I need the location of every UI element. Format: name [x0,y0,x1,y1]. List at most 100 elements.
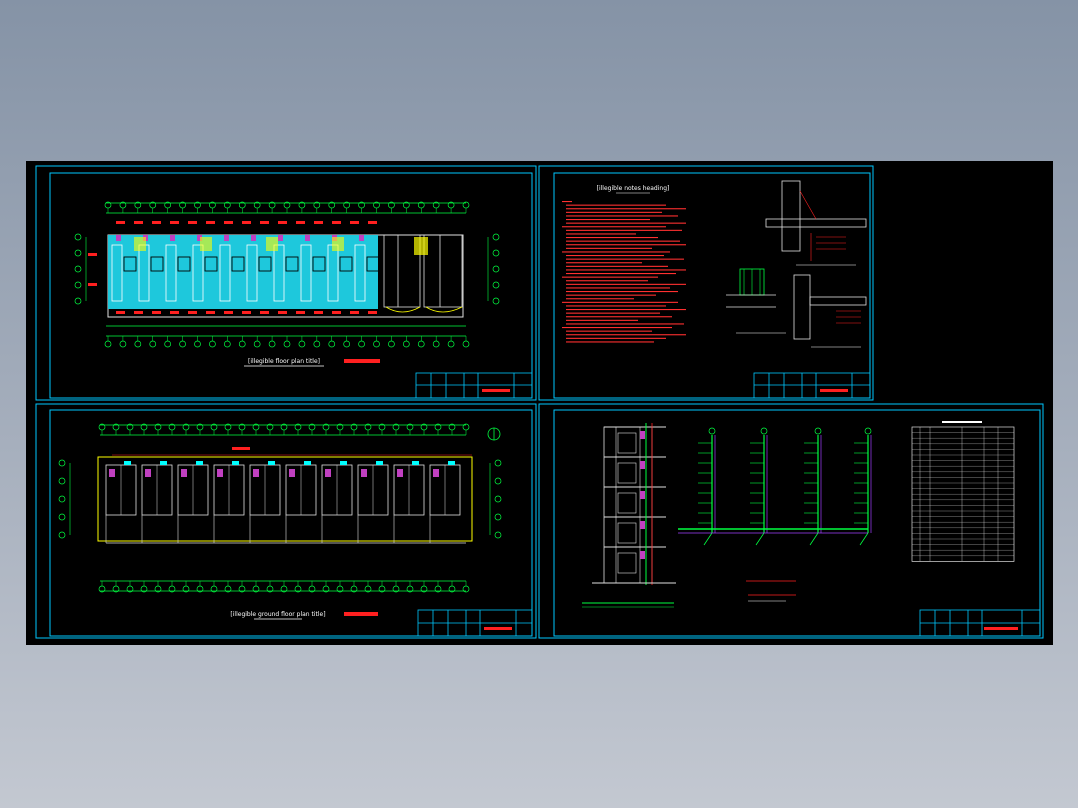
red-tag [242,311,251,314]
red-tag [152,311,161,314]
red-tag [278,221,287,224]
note-line [566,312,660,314]
axis-bubble [253,340,261,348]
axis-bubble [179,340,186,348]
red-tag [188,221,197,224]
drawing-canvas[interactable]: [illegible floor plan title] [26,161,1053,645]
note-line [566,255,664,257]
note-line [566,265,668,267]
sheet-1-floor-plan[interactable] [88,221,464,318]
red-tag [224,221,233,224]
axis-bubble [194,340,201,348]
note-line [566,323,684,325]
axis-bubble [74,233,82,241]
fixture-mark [289,469,295,477]
room-partition [150,256,164,272]
note-line [566,233,636,235]
red-tag [152,221,161,224]
axis-bubble [494,513,502,521]
axis-bubble [462,340,470,348]
note-line [566,269,686,271]
axis-bubble [328,340,336,348]
red-tag [88,283,97,286]
room-partition [177,256,191,272]
red-tag [242,221,251,224]
stair-mark [266,237,278,251]
sheet-2-detail-3 [793,274,867,348]
fixture-mark [145,469,151,477]
sheet-4[interactable] [538,403,1044,639]
room-partition [204,256,218,272]
fixture-mark [181,469,187,477]
red-tag [88,253,97,256]
sheet-3-inner-frame [49,409,533,637]
fixture-mark [397,469,403,477]
note-line [562,301,678,303]
riser-bubble [760,427,768,435]
sheet-2-notes-text [562,201,686,343]
axis-bubble [134,340,142,348]
north-arrow-icon [487,427,501,441]
axis-bubble [492,265,500,273]
red-tag [188,311,197,314]
axis-bubble [58,531,66,539]
note-line [566,273,676,275]
note-line [566,240,680,242]
drawing-svg: [illegible floor plan title] [35,165,1044,639]
axis-bubble [373,340,380,348]
sheet-2[interactable]: [illegible notes heading] [538,165,874,401]
sheet-3[interactable]: [illegible ground floor plan title] [35,403,537,639]
red-tag [206,311,215,314]
note-line [566,337,666,339]
sheet-3-top-dimensions [100,424,466,436]
sheet-3-axis-bubbles-side [58,459,502,539]
note-line [566,280,648,282]
red-tag [206,221,215,224]
note-line [566,247,652,249]
note-line [566,258,684,260]
fixture-mark [361,469,367,477]
axis-bubble [494,531,502,539]
sheet-3-axis-bubbles-bottom [98,581,470,593]
fixture-mark [268,461,275,465]
note-line [562,276,658,278]
red-tag [278,311,287,314]
fixture-mark [232,461,239,465]
axis-bubble [417,340,425,348]
sheet-3-site-outline [97,456,473,542]
sheet-1[interactable]: [illegible floor plan title] [35,165,537,401]
room-partition [192,244,204,302]
fixture-mark [640,461,645,469]
axis-bubble [492,233,500,241]
note-line [566,298,634,300]
fixture-mark [253,469,259,477]
axis-bubble [74,249,82,257]
note-line [562,201,572,203]
red-tag [260,221,269,224]
note-line [566,211,662,213]
fixture-mark [160,461,167,465]
axis-bubble [149,340,157,348]
note-line [566,316,672,318]
sheet-3-floor-plan[interactable] [97,447,473,544]
window [617,462,637,484]
fixture-mark [278,235,283,241]
note-line [566,204,666,206]
red-tag [134,311,143,314]
sheet-4-inner-frame [553,409,1041,637]
sheet-1-stair [414,237,428,255]
note-line [566,341,654,343]
axis-bubble [447,340,455,348]
sheet-2-title: [illegible notes heading] [597,185,670,192]
axis-bubble [104,340,112,348]
stair-mark [200,237,212,251]
note-line [566,294,656,296]
room-partition [111,244,123,302]
note-line [566,222,686,224]
axis-bubble [298,340,306,348]
fixture-mark [340,461,347,465]
sheet-1-axis-bubbles-bottom [104,336,470,348]
red-tag [350,221,359,224]
note-line [566,334,686,336]
